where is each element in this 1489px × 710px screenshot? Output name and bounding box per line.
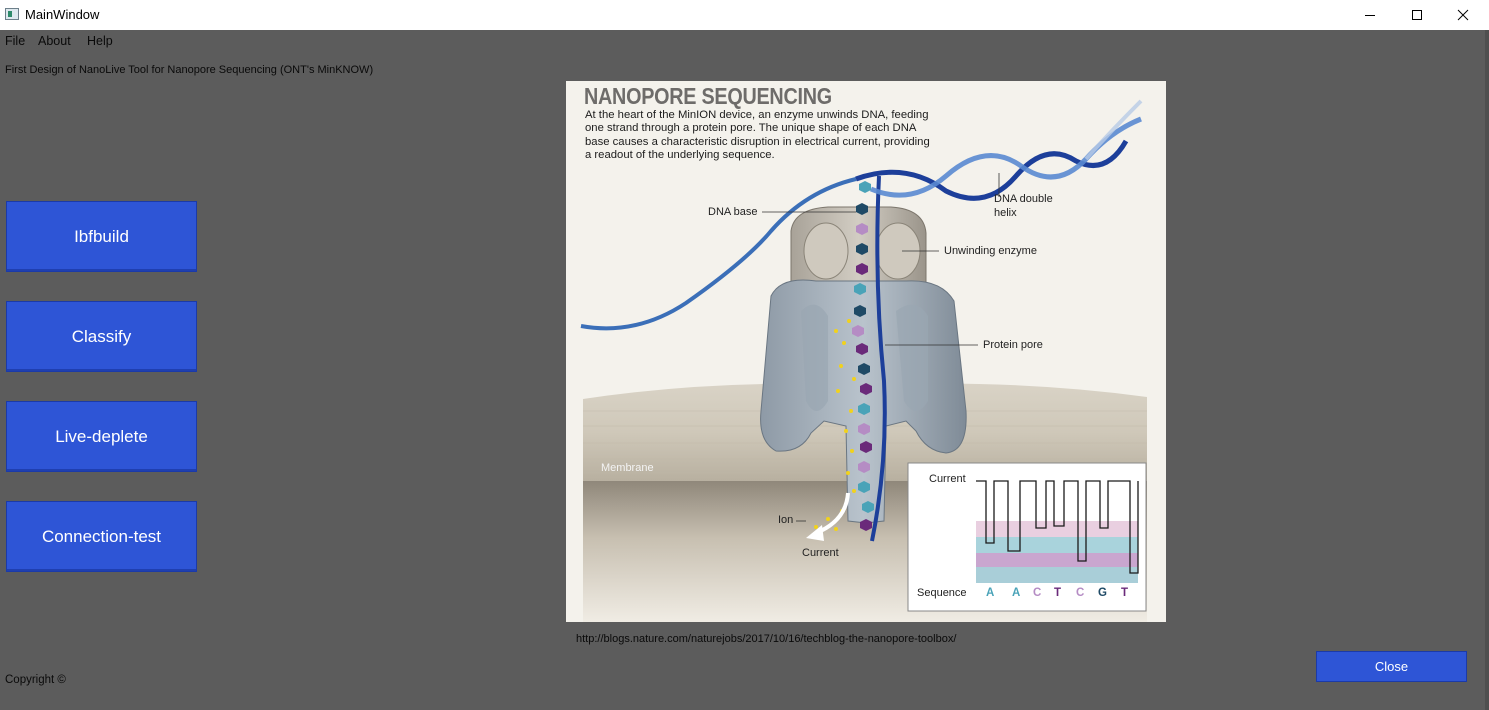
- menu-bar: File About Help: [0, 30, 1489, 52]
- maximize-icon: [1412, 10, 1422, 20]
- close-window-button[interactable]: [1440, 0, 1486, 30]
- label-dna-base: DNA base: [708, 206, 758, 218]
- ibfbuild-button[interactable]: Ibfbuild: [6, 201, 197, 272]
- menu-file[interactable]: File: [5, 34, 26, 48]
- sequence-base: A: [1012, 587, 1021, 599]
- sequence-base: T: [1054, 587, 1062, 599]
- menu-about[interactable]: About: [38, 34, 71, 48]
- app-icon: [5, 8, 19, 20]
- classify-button[interactable]: Classify: [6, 301, 197, 372]
- close-icon: [1457, 9, 1469, 21]
- title-bar: MainWindow: [0, 0, 1489, 30]
- sequence-base: A: [986, 587, 995, 599]
- label-dna-double-helix-1: DNA double: [994, 193, 1053, 205]
- label-ion: Ion: [778, 514, 794, 526]
- label-protein-pore: Protein pore: [983, 339, 1043, 351]
- label-sequence: Sequence: [917, 587, 967, 599]
- app-subtitle: First Design of NanoLive Tool for Nanopo…: [5, 64, 374, 76]
- maximize-button[interactable]: [1394, 0, 1440, 30]
- copyright-text: Copyright ©: [5, 674, 66, 686]
- source-url: http://blogs.nature.com/naturejobs/2017/…: [576, 633, 957, 645]
- figure-title: NANOPORE SEQUENCING: [584, 83, 832, 109]
- figure-description: At the heart of the MinION device, an en…: [585, 109, 930, 162]
- sequence-base: C: [1033, 587, 1042, 599]
- label-dna-double-helix-2: helix: [994, 207, 1017, 219]
- live-deplete-button[interactable]: Live-deplete: [6, 401, 197, 472]
- sequence-base: C: [1076, 587, 1085, 599]
- close-button[interactable]: Close: [1316, 651, 1467, 682]
- minimize-button[interactable]: [1347, 0, 1393, 30]
- sequence-base: G: [1098, 587, 1107, 599]
- label-current-axis: Current: [929, 473, 966, 485]
- label-unwinding-enzyme: Unwinding enzyme: [944, 245, 1037, 257]
- nanopore-illustration: [580, 99, 1147, 622]
- label-current-flow: Current: [802, 547, 839, 559]
- minimize-icon: [1365, 15, 1375, 16]
- menu-help[interactable]: Help: [87, 34, 113, 48]
- nanopore-figure: NANOPORE SEQUENCING At the heart of the …: [566, 81, 1166, 622]
- window-edge: [1485, 30, 1489, 710]
- window-title: MainWindow: [25, 7, 100, 22]
- sequence-base: T: [1121, 587, 1129, 599]
- label-membrane: Membrane: [601, 462, 654, 474]
- connection-test-button[interactable]: Connection-test: [6, 501, 197, 572]
